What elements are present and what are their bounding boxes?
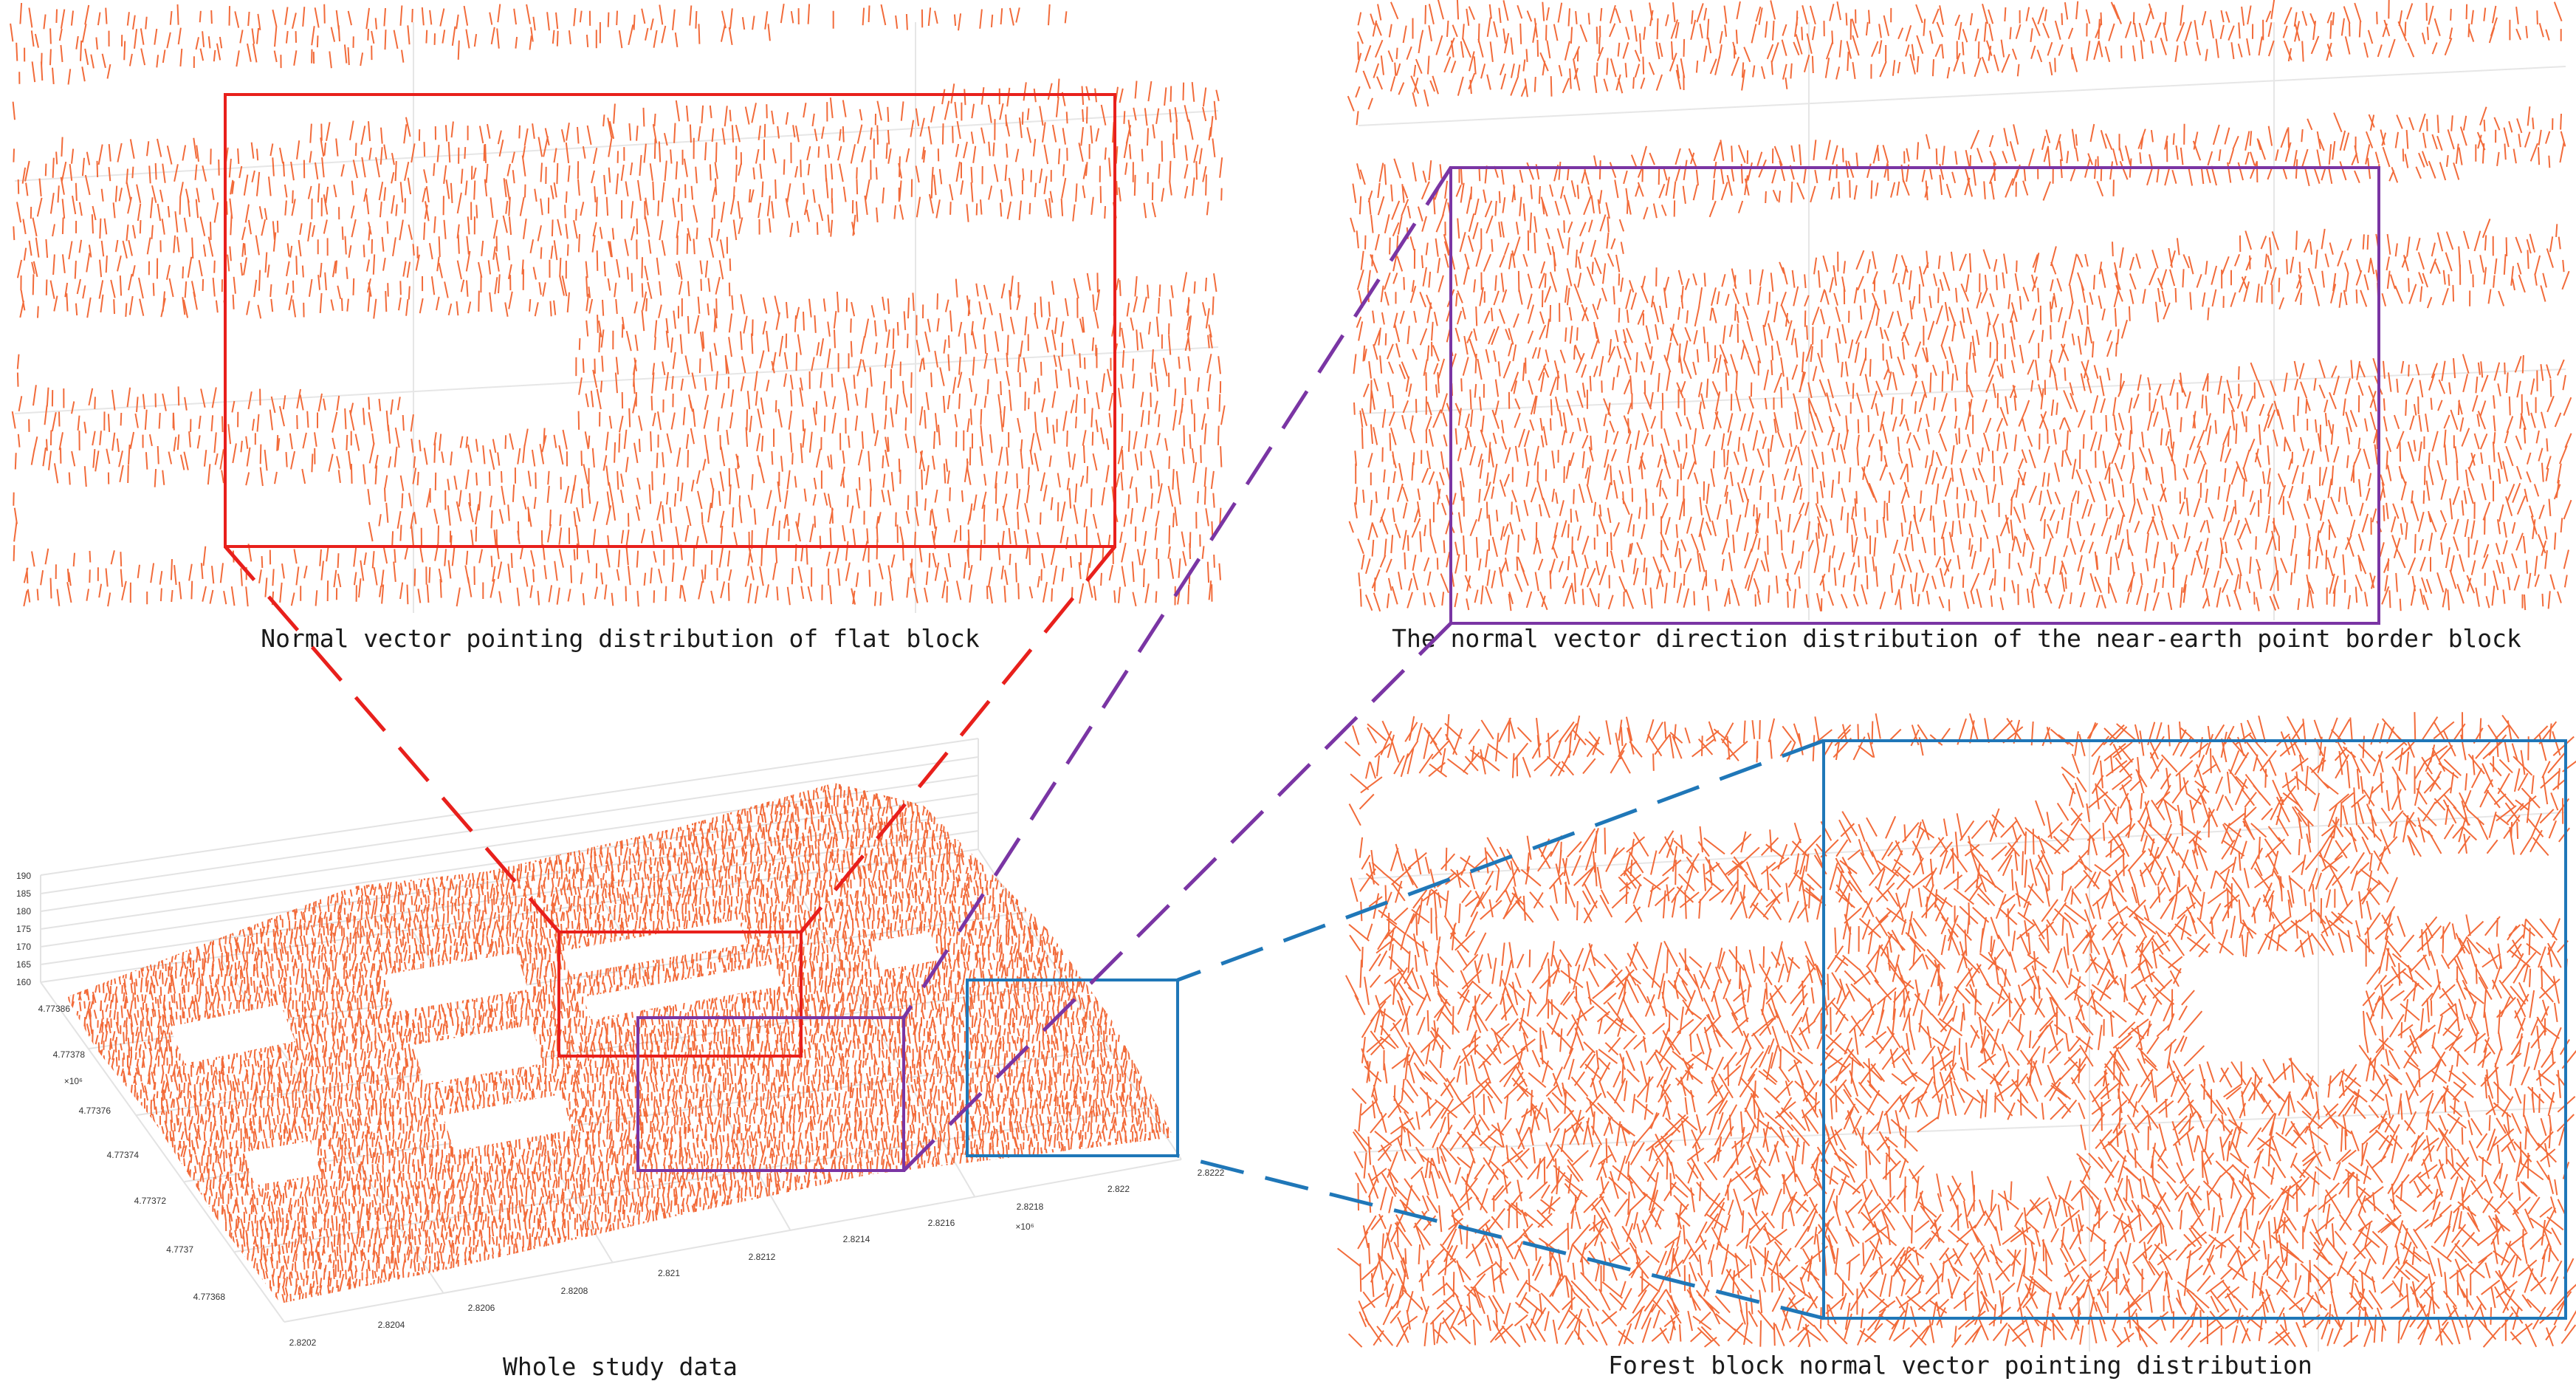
x-tick: 2.8218 [1017, 1202, 1044, 1212]
z-tick: 165 [16, 959, 31, 970]
forest-block-panel: Forest block normal vector pointing dist… [1336, 712, 2576, 1380]
x-tick: 2.8202 [289, 1337, 317, 1348]
x-tick: 2.8206 [468, 1303, 495, 1313]
x-tick: 2.8204 [378, 1320, 405, 1330]
y-tick: 4.77386 [38, 1004, 71, 1014]
z-tick: 185 [16, 888, 31, 899]
border-block-connectors [901, 166, 1453, 1172]
forest-block-caption: Forest block normal vector pointing dist… [1608, 1351, 2312, 1380]
y-tick: 4.77378 [53, 1049, 86, 1060]
y-exponent: ×10⁶ [64, 1076, 83, 1086]
y-tick: 4.77368 [193, 1292, 226, 1302]
normal-vector-strokes [1347, 0, 2572, 612]
border-block-grid [1358, 22, 2566, 620]
flat-block-connectors [224, 545, 1116, 933]
flat-block-vectors [10, 2, 1226, 607]
forest-block-inset-box [1822, 739, 2567, 1320]
z-tick: 190 [16, 871, 31, 881]
forest-block-connectors [1177, 739, 1824, 1320]
flat-block-grid [14, 22, 1219, 613]
whole-data-border-region-box [636, 1016, 905, 1172]
flat-block-panel: Normal vector pointing distribution of f… [10, 2, 1226, 653]
y-tick: 4.77374 [107, 1150, 140, 1160]
x-tick: 2.8208 [561, 1286, 588, 1296]
flat-block-inset-box [224, 93, 1116, 548]
z-tick: 180 [16, 906, 31, 916]
y-axis-ticks: 4.77386 4.77378 ×10⁶ 4.77376 4.77374 4.7… [38, 1004, 226, 1302]
x-tick: 2.8216 [928, 1218, 955, 1228]
border-block-caption: The normal vector direction distribution… [1392, 624, 2521, 653]
x-axis-ticks: 2.8202 2.8204 2.8206 2.8208 2.821 2.8212… [289, 1168, 1225, 1348]
z-tick: 160 [16, 977, 31, 987]
normal-vector-strokes [10, 2, 1226, 607]
y-tick: 4.77372 [134, 1196, 167, 1206]
normal-vector-strokes [1336, 712, 2576, 1348]
y-tick: 4.77376 [79, 1106, 111, 1116]
z-tick: 175 [16, 924, 31, 934]
whole-data-flat-region-box [557, 931, 803, 1058]
border-block-inset-box [1449, 166, 2380, 625]
x-tick: 2.821 [658, 1268, 680, 1278]
z-axis-ticks: 190 185 180 175 170 165 160 [16, 871, 31, 987]
border-block-vectors [1347, 0, 2572, 612]
x-exponent: ×10⁶ [1015, 1221, 1034, 1232]
forest-block-vectors [1336, 712, 2576, 1348]
x-tick: 2.8212 [749, 1252, 776, 1262]
flat-block-caption: Normal vector pointing distribution of f… [261, 624, 980, 653]
whole-data-forest-region-box [966, 979, 1179, 1157]
x-tick: 2.8214 [843, 1234, 870, 1244]
x-tick: 2.8222 [1198, 1168, 1225, 1178]
whole-data-caption: Whole study data [503, 1352, 738, 1381]
y-tick: 4.7737 [166, 1244, 193, 1255]
x-tick: 2.822 [1107, 1184, 1130, 1194]
whole-data-panel: 190 185 180 175 170 165 160 4.77386 4.77… [16, 738, 1225, 1381]
border-block-panel: The normal vector direction distribution… [1347, 0, 2572, 653]
z-tick: 170 [16, 942, 31, 952]
